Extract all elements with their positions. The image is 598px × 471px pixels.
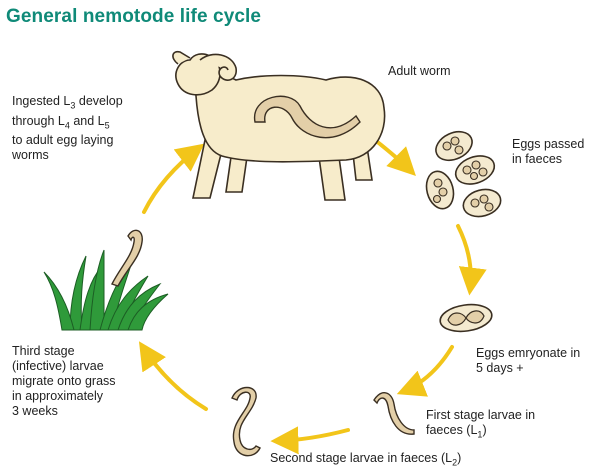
- second-stage-close: ): [457, 451, 461, 465]
- third-stage-line3: migrate onto grass: [12, 374, 116, 389]
- ingested-line2-mid: and L: [70, 114, 105, 128]
- cycle-arrow-icon: [142, 346, 206, 409]
- ingested-l5-subscript: 5: [105, 120, 110, 130]
- third-stage-line2: (infective) larvae: [12, 359, 116, 374]
- third-stage-line4: in approximately: [12, 389, 116, 404]
- first-larva-icon: [374, 393, 414, 434]
- first-stage-line2-text: faeces (L: [426, 423, 477, 437]
- ingested-line4: worms: [12, 148, 123, 163]
- second-stage-text: Second stage larvae in faeces (L: [270, 451, 452, 465]
- first-stage-line1: First stage larvae in: [426, 408, 535, 423]
- second-larva-icon: [232, 388, 260, 456]
- third-stage-label: Third stage (infective) larvae migrate o…: [12, 344, 116, 419]
- ingested-line1: Ingested L3 develop: [12, 94, 123, 114]
- third-stage-line5: 3 weeks: [12, 404, 116, 419]
- adult-worm-label: Adult worm: [388, 64, 451, 79]
- embryonated-egg-icon: [438, 302, 493, 335]
- eggs-passed-line1: Eggs passed: [512, 137, 584, 152]
- cycle-arrow-icon: [144, 147, 200, 212]
- ingested-label: Ingested L3 develop through L4 and L5 to…: [12, 94, 123, 163]
- eggs-embryonate-line1: Eggs emryonate in: [476, 346, 580, 361]
- egg-icon: [423, 168, 458, 211]
- cycle-arrow-icon: [375, 140, 412, 172]
- ingested-line1-rest: develop: [75, 94, 122, 108]
- first-stage-line2: faeces (L1): [426, 423, 535, 443]
- egg-icon: [460, 186, 503, 221]
- eggs-passed-label: Eggs passed in faeces: [512, 137, 584, 167]
- first-stage-line2-close: ): [482, 423, 486, 437]
- second-stage-label: Second stage larvae in faeces (L2): [270, 451, 461, 471]
- eggs-passed-line2: in faeces: [512, 152, 584, 167]
- cycle-arrow-icon: [458, 226, 471, 290]
- ingested-line1-text: Ingested L: [12, 94, 70, 108]
- cycle-arrow-icon: [276, 430, 348, 441]
- first-stage-label: First stage larvae in faeces (L1): [426, 408, 535, 443]
- grass-icon: [44, 250, 168, 330]
- cycle-arrow-icon: [402, 347, 452, 392]
- third-stage-line1: Third stage: [12, 344, 116, 359]
- ingested-line2-text: through L: [12, 114, 65, 128]
- ingested-line2: through L4 and L5: [12, 114, 123, 134]
- eggs-embryonate-line2: 5 days +: [476, 361, 580, 376]
- ingested-line3: to adult egg laying: [12, 133, 123, 148]
- eggs-embryonate-label: Eggs emryonate in 5 days +: [476, 346, 580, 376]
